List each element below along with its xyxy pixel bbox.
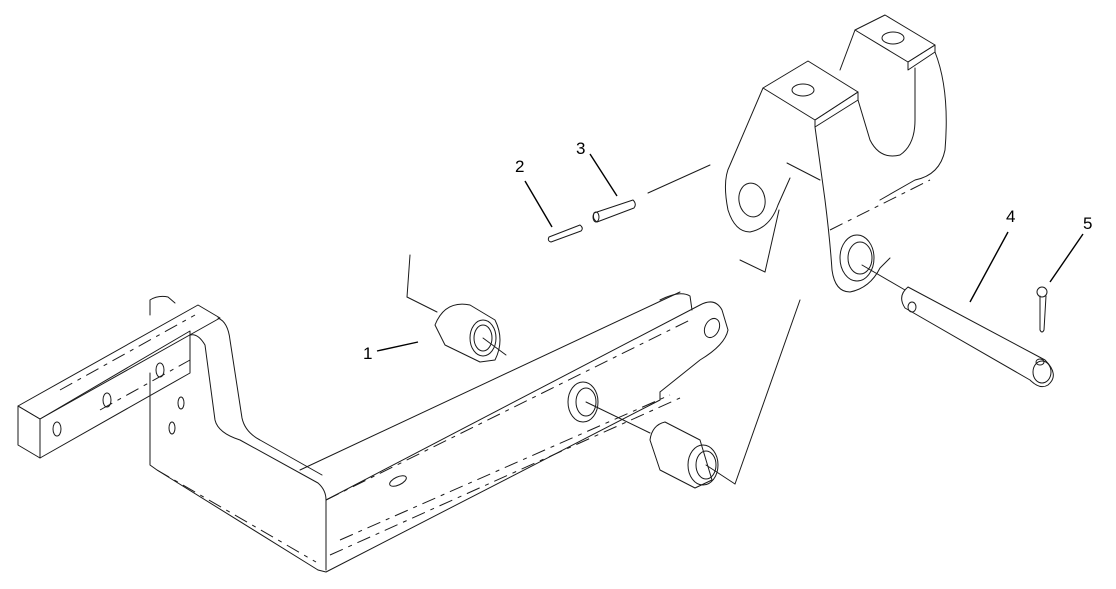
roll-pin-large <box>592 164 711 223</box>
bushing-front <box>406 254 507 363</box>
leader-3 <box>589 153 618 197</box>
cotter-pin <box>1036 286 1048 333</box>
lift-arm <box>149 291 729 573</box>
leader-1 <box>376 341 419 352</box>
bushing-rear <box>649 299 801 489</box>
clevis-pin <box>901 286 1054 388</box>
callout-1: 1 <box>363 344 373 363</box>
callout-2: 2 <box>515 157 525 176</box>
thrust-washer <box>567 381 651 434</box>
leader-2 <box>524 180 553 228</box>
mounting-bar <box>17 295 221 459</box>
callout-4: 4 <box>1006 207 1016 226</box>
roll-pin-small <box>547 224 583 243</box>
callout-3: 3 <box>576 139 586 158</box>
leader-4 <box>969 231 1009 303</box>
callout-5: 5 <box>1083 214 1093 233</box>
yoke-bracket <box>724 14 947 293</box>
leader-5 <box>1049 233 1084 283</box>
